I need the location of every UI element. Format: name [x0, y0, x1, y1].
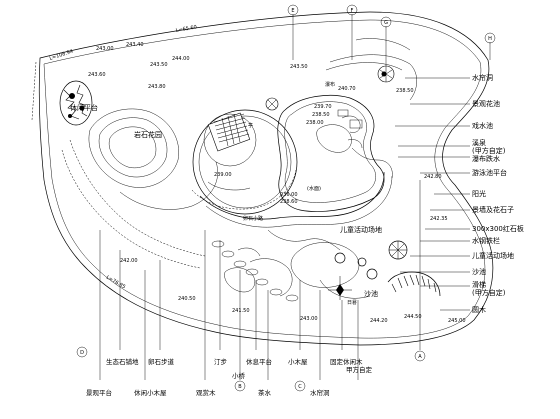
elev: 243.40 — [126, 42, 144, 48]
elev: 242.80 — [424, 174, 442, 180]
tree-icon — [377, 65, 395, 83]
right-label: 儿童活动场地 — [472, 251, 514, 260]
right-label: 溪泉 — [472, 138, 486, 147]
bottom-label: 观赏木 — [196, 388, 216, 397]
right-label: 滑梯 — [472, 280, 486, 289]
bottom-label: 小桥 — [232, 371, 246, 380]
plan-label-waterfall: 瀑布 — [325, 81, 335, 88]
elev: 238.60 — [280, 199, 298, 205]
shrub-cluster-icon — [59, 80, 93, 126]
tag-label: B — [238, 384, 242, 390]
right-label: 游泳池平台 — [472, 168, 507, 177]
tag-label: E — [291, 8, 294, 14]
swimming-pool — [277, 94, 385, 212]
stepping-stones — [211, 240, 299, 302]
elev: 243.50 — [290, 64, 308, 70]
slide-icon — [387, 271, 441, 297]
tag-label: F — [351, 8, 354, 14]
tag-label: H — [488, 36, 492, 42]
plan-label-pavilion: 亭 — [248, 122, 253, 129]
site-boundary — [31, 11, 494, 346]
elev: 238.50 — [396, 88, 414, 94]
tag-label: G — [384, 20, 388, 26]
elev: 243.80 — [148, 84, 166, 90]
elev: 243.00 — [96, 46, 114, 52]
right-label: 景观花池 — [472, 99, 500, 108]
elev: 243.00 — [300, 316, 318, 322]
pavilion-hatch-icon — [207, 112, 251, 152]
bottom-label: 休息平台 — [246, 357, 272, 366]
bottom-label: 汀步 — [214, 358, 228, 366]
elev: 244.00 — [172, 56, 190, 62]
elev: 241.50 — [232, 308, 250, 314]
right-label: 圆木 — [472, 305, 486, 314]
central-plaza — [191, 109, 298, 215]
bottom-label: 卵石步道 — [148, 357, 175, 366]
elevation-marks: 243.00 243.40 243.50 244.00 243.60 243.8… — [49, 24, 466, 324]
tag-label: C — [298, 384, 302, 390]
right-label: 水帘洞 — [472, 73, 493, 82]
elev: 240.50 — [178, 296, 196, 302]
plan-label-path: 卵石小路 — [243, 215, 263, 222]
bottom-label: 茶水 — [258, 388, 272, 397]
elev: 239.70 — [314, 104, 332, 110]
bottom-label: 景观平台 — [86, 388, 112, 397]
bottom-label: 甲方自定 — [346, 365, 373, 374]
dim-label: L=76.85 — [105, 275, 126, 291]
stream — [199, 147, 393, 251]
bottom-label: 水帘洞 — [310, 388, 330, 397]
elev: 244.20 — [370, 318, 388, 324]
right-label: 戏水池 — [472, 121, 493, 130]
elev: 242.35 — [430, 216, 448, 222]
bottom-label: 小木屋 — [288, 357, 308, 366]
plan-label-wood-platform: 休闲平台 — [70, 103, 98, 112]
elev: 238.50 — [312, 112, 330, 118]
sundial-icon — [328, 276, 352, 300]
elev: 236.00 — [280, 192, 298, 198]
playground-circle — [388, 240, 408, 260]
elev: 238.00 — [306, 120, 324, 126]
tag-label: D — [80, 350, 84, 356]
elev: 239.00 — [214, 172, 232, 178]
plan-label-rock-garden: 岩石花园 — [134, 130, 162, 139]
right-label: 瀑布跌水 — [472, 154, 500, 163]
bottom-leaders: B C D — [76, 230, 359, 392]
right-label: (甲方自定) — [472, 146, 506, 155]
dim-label: L=65.60 — [175, 24, 197, 34]
tag-label: A — [418, 354, 422, 360]
right-leaders: A — [395, 77, 470, 362]
bottom-label: 生态石铺地 — [106, 357, 139, 366]
building-outline — [325, 38, 417, 101]
bottom-label: 休闲小木屋 — [134, 388, 167, 397]
reference-tags-top: E F G H — [287, 4, 496, 66]
elev: 243.50 — [150, 62, 168, 68]
tree-icon-2 — [265, 97, 279, 111]
elev: 245.00 — [448, 318, 466, 324]
right-label: 景墙及花石子 — [472, 205, 514, 214]
plan-label-sundial: 日晷 — [347, 300, 357, 306]
right-label: (甲方自定) — [472, 288, 506, 297]
right-label: 300x300红石板 — [472, 224, 524, 233]
plan-label-sand-pit: 沙池 — [364, 289, 378, 298]
elev: 240.70 — [338, 86, 356, 92]
plan-label-pool-water: (水面) — [307, 185, 321, 192]
elev: 244.50 — [404, 314, 422, 320]
elev: 242.00 — [120, 258, 138, 264]
plan-label-kids-zone: 儿童活动场地 — [340, 225, 382, 234]
kids-zone — [249, 242, 378, 299]
elev: 243.60 — [88, 72, 106, 78]
bottom-label: 固定休闲木 — [330, 357, 363, 366]
right-label: 沙池 — [472, 267, 486, 276]
right-label: 阳光 — [472, 189, 486, 198]
right-label: 水钢铁栏 — [472, 236, 500, 245]
